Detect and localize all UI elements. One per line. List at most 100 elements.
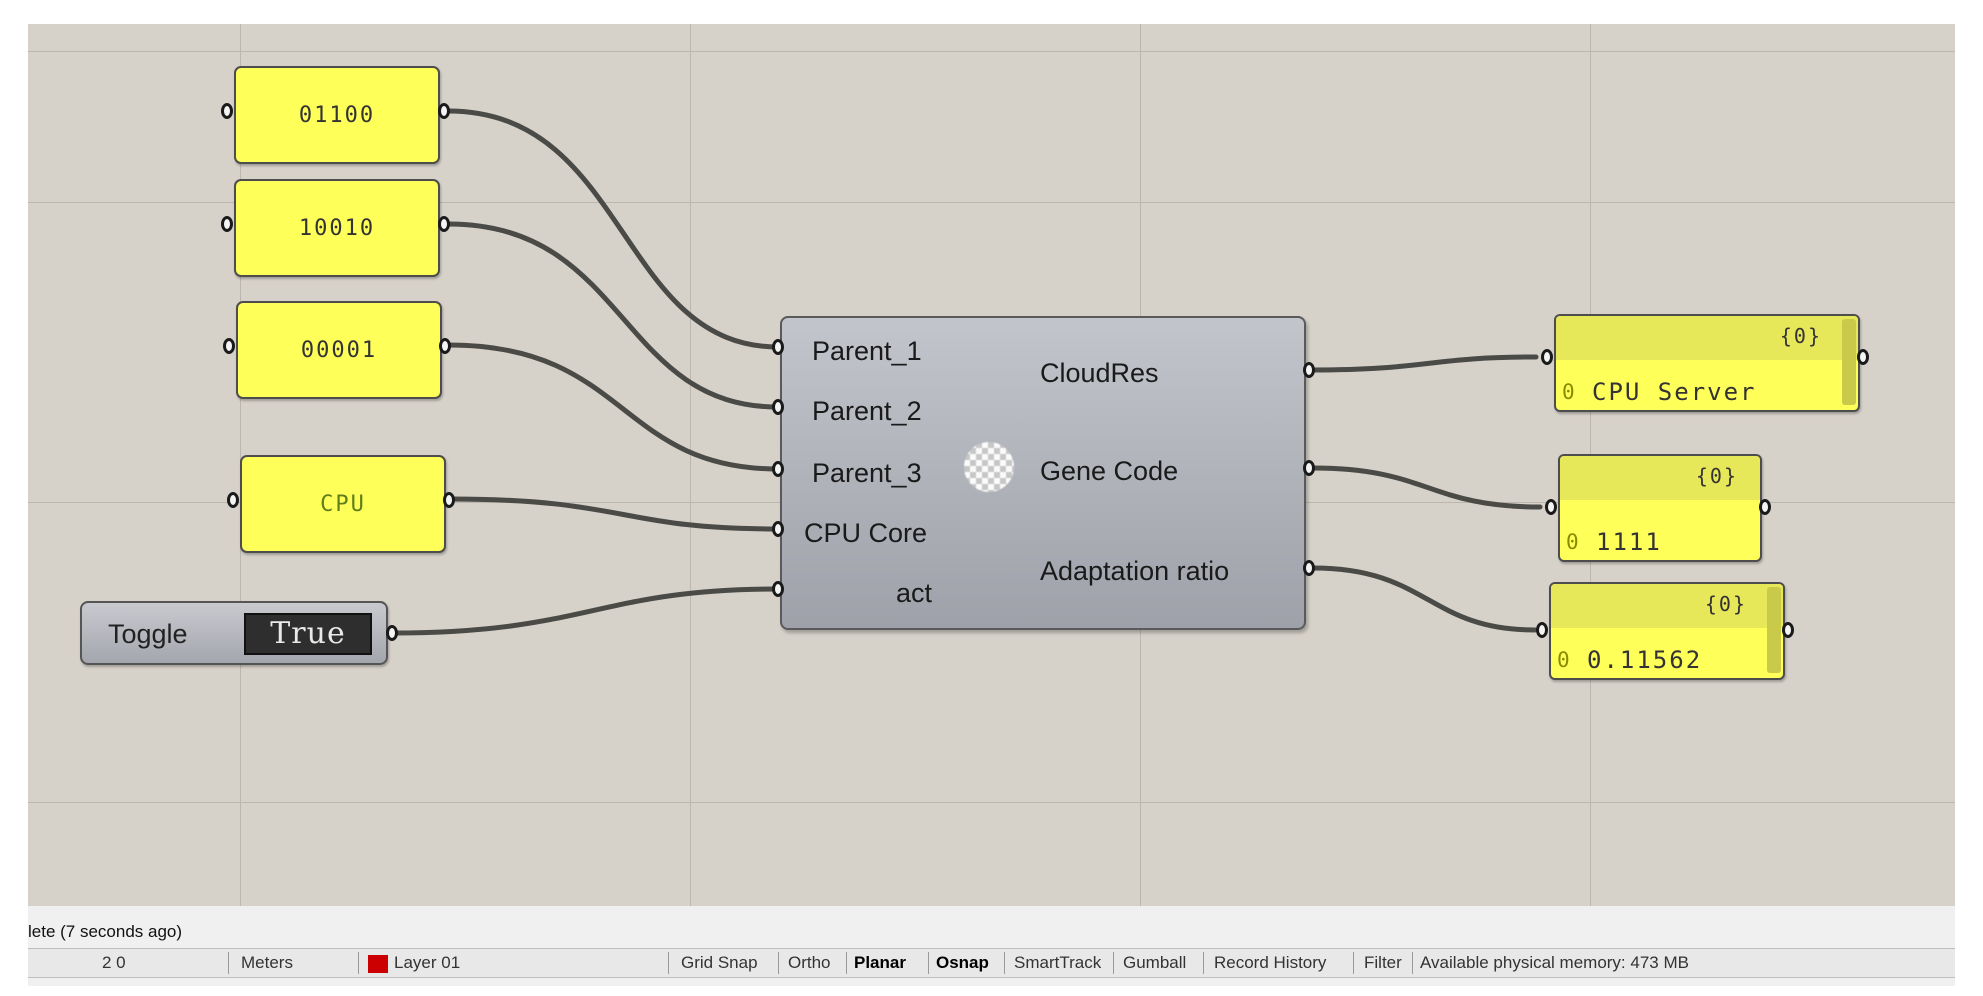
checker-icon [964,442,1014,492]
output-panel-cloudres[interactable]: {0} 0 CPU Server [1554,314,1860,412]
data-path: {0} [1704,592,1747,616]
coordinate-readout: 2 0 [102,953,126,972]
item-value: 1111 [1596,528,1662,556]
input-grip[interactable] [221,216,233,232]
panel-scrollbar[interactable] [1767,587,1781,673]
filter-toggle[interactable]: Filter [1364,953,1402,972]
rhino-status-bar: 2 0 Meters Layer 01 Grid Snap Ortho Plan… [28,948,1955,978]
panel-header [1551,584,1783,628]
output-grip[interactable] [439,338,451,354]
input-grip-cpu-core[interactable] [772,521,784,537]
separator [1412,952,1413,974]
wire-panel4-cpu-core [446,496,781,532]
separator [358,952,359,974]
wire-cloudres-out [1310,354,1539,373]
panel-header [1556,316,1858,360]
wire-panel2-parent2 [445,221,781,410]
output-gene-code: Gene Code [1040,456,1179,486]
input-cpu-core: CPU Core [804,518,928,548]
input-grip-parent-2[interactable] [772,399,784,415]
input-grip[interactable] [1541,349,1553,365]
smarttrack-toggle[interactable]: SmartTrack [1014,953,1102,972]
units-pane[interactable]: Meters [241,953,293,972]
input-grip[interactable] [1536,622,1548,638]
item-value: CPU Server [1592,378,1757,406]
input-grip-act[interactable] [772,581,784,597]
item-value: 0.11562 [1587,646,1703,674]
grid-line [690,24,691,906]
output-grip[interactable] [1759,499,1771,515]
panel-header [1560,456,1760,500]
panel-cpu[interactable]: CPU [240,455,446,553]
output-grip[interactable] [438,216,450,232]
output-cloudres: CloudRes [1040,358,1159,388]
ortho-toggle[interactable]: Ortho [788,953,831,972]
wire-toggle-act [389,586,781,636]
gumball-toggle[interactable]: Gumball [1123,953,1187,972]
grid-snap-toggle[interactable]: Grid Snap [681,953,758,972]
output-grip[interactable] [443,492,455,508]
panel-00001[interactable]: 00001 [236,301,442,399]
status-bar: lete (7 seconds ago) 2 0 Meters Layer 01… [28,906,1955,986]
layer-pane[interactable]: Layer 01 [394,953,461,972]
output-grip-adaptation-ratio[interactable] [1303,560,1315,576]
data-path: {0} [1695,464,1738,488]
input-grip[interactable] [223,338,235,354]
input-grip-parent-3[interactable] [772,461,784,477]
panel-scrollbar[interactable] [1842,319,1856,405]
cloud-component[interactable]: Parent_1 Parent_2 Parent_3 CPU Core act … [780,316,1306,630]
input-grip[interactable] [227,492,239,508]
toggle-label: Toggle [108,619,188,649]
status-message: lete (7 seconds ago) [28,922,183,941]
input-parent-1: Parent_1 [812,336,922,366]
panel-text: 00001 [300,337,378,363]
item-index: 0 [1562,380,1575,404]
input-act: act [896,578,933,608]
panel-text: 10010 [298,215,376,241]
separator [1004,952,1005,974]
output-grip-gene-code[interactable] [1303,460,1315,476]
input-grip[interactable] [221,103,233,119]
osnap-toggle[interactable]: Osnap [936,953,989,972]
separator [668,952,669,974]
separator [778,952,779,974]
input-parent-3: Parent_3 [812,458,922,488]
separator [928,952,929,974]
panel-text: CPU [320,491,366,517]
planar-toggle[interactable]: Planar [854,953,906,972]
memory-readout: Available physical memory: 473 MB [1420,953,1689,972]
layer-color-swatch [368,955,388,973]
grid-line [28,802,1955,803]
input-parent-2: Parent_2 [812,396,922,426]
panel-text: 01100 [298,102,376,128]
output-grip[interactable] [438,103,450,119]
wire-panel3-parent3 [446,342,781,472]
toggle-value[interactable]: True [244,613,372,655]
grid-line [28,202,1955,203]
item-index: 0 [1566,530,1579,554]
output-panel-gene-code[interactable]: {0} 0 1111 [1558,454,1762,562]
item-index: 0 [1557,648,1570,672]
wires [389,108,1543,636]
grid-line [28,51,1955,52]
wire-panel1-parent1 [445,108,781,350]
separator [1353,952,1354,974]
output-adaptation-ratio: Adaptation ratio [1040,556,1230,586]
output-grip-cloudres[interactable] [1303,362,1315,378]
input-grip-parent-1[interactable] [772,339,784,355]
output-grip[interactable] [1782,622,1794,638]
record-history-toggle[interactable]: Record History [1214,953,1327,972]
panel-01100[interactable]: 01100 [234,66,440,164]
boolean-toggle[interactable]: Toggle True [80,601,388,665]
output-panel-adaptation-ratio[interactable]: {0} 0 0.11562 [1549,582,1785,680]
input-grip[interactable] [1545,499,1557,515]
panel-10010[interactable]: 10010 [234,179,440,277]
separator [1113,952,1114,974]
wire-genecode-out [1310,465,1543,510]
output-grip[interactable] [386,625,398,641]
output-grip[interactable] [1857,349,1869,365]
separator [1203,952,1204,974]
separator [846,952,847,974]
separator [228,952,229,974]
data-path: {0} [1779,324,1822,348]
